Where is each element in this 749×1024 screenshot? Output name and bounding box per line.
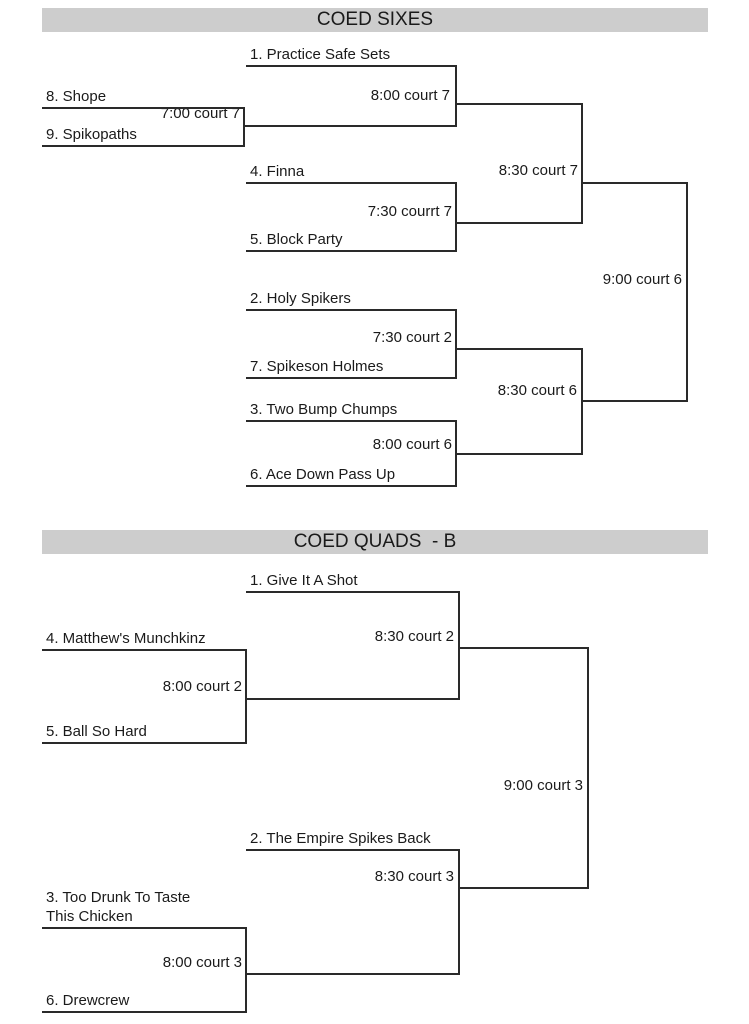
team-line-practice-safe-sets [246,65,455,67]
match-vertical-qf-bottom [455,420,457,487]
match-time-quads-final: 9:00 court 3 [503,777,583,794]
team-label-too-drunk-to-taste-this-chicken: 3. Too Drunk To Taste This Chicken [46,889,191,925]
match-time-semi-bottom: 8:30 court 6 [497,382,577,399]
team-line-holy-spikers [246,309,455,311]
team-line-spikeson-holmes [246,377,455,379]
team-line-matthews-munchkinz [42,649,245,651]
winner-line-qf-mid [455,222,581,224]
match-time-qf-lower: 7:30 court 2 [372,329,452,346]
match-time-quads-semi-top: 8:30 court 2 [374,628,454,645]
team-line-two-bump-chumps [246,420,455,422]
match-time-qf-bottom: 8:00 court 6 [372,436,452,453]
team-label-finna: 4. Finna [250,163,305,180]
winner-line-quads-semi-bottom [458,887,587,889]
team-line-give-it-a-shot [246,591,458,593]
winner-line-semi-bottom [581,400,688,402]
team-label-drewcrew: 6. Drewcrew [46,992,130,1009]
match-vertical-qf-top [455,65,457,127]
team-label-spikopaths: 9. Spikopaths [46,126,137,143]
match-time-qf-top: 8:00 court 7 [370,87,450,104]
team-label-empire-spikes-back: 2. The Empire Spikes Back [250,830,431,847]
team-label-practice-safe-sets: 1. Practice Safe Sets [250,46,391,63]
winner-line-qf-bottom [455,453,581,455]
match-time-semi-top: 8:30 court 7 [498,162,578,179]
match-vertical-semi-top [581,103,583,224]
match-time-quads-semi-top-feeder: 8:00 court 2 [162,678,242,695]
match-vertical-quads-top-feeder [245,649,247,744]
match-time-qf-mid: 7:30 courrt 7 [367,203,452,220]
winner-line-quads-semi-top [458,647,587,649]
match-vertical-quads-semi-top [458,591,460,700]
match-vertical-play-in [243,107,245,147]
winner-line-play-in [243,125,455,127]
team-label-two-bump-chumps: 3. Two Bump Chumps [250,401,398,418]
match-vertical-qf-mid [455,182,457,252]
team-line-ball-so-hard [42,742,245,744]
section-header-coed-quads-b: COED QUADS - B [42,530,708,554]
match-time-quads-semi-bottom-feeder: 8:00 court 3 [162,954,242,971]
team-line-drewcrew [42,1011,245,1013]
winner-line-quads-bottom-feeder [245,973,458,975]
match-vertical-semi-bottom [581,348,583,455]
team-line-empire-spikes-back [246,849,458,851]
match-vertical-quads-semi-bottom [458,849,460,975]
team-label-shope: 8. Shope [46,88,107,105]
winner-line-quads-top-feeder [245,698,458,700]
team-line-shope [42,107,243,109]
match-vertical-final [686,182,688,402]
team-label-holy-spikers: 2. Holy Spikers [250,290,351,307]
team-line-spikopaths [42,145,243,147]
team-label-spikeson-holmes: 7. Spikeson Holmes [250,358,384,375]
match-time-final: 9:00 court 6 [602,271,682,288]
team-line-ace-down-pass-up [246,485,455,487]
team-line-too-drunk [42,927,245,929]
team-label-ball-so-hard: 5. Ball So Hard [46,723,147,740]
team-line-finna [246,182,455,184]
match-vertical-quads-bottom-feeder [245,927,247,1013]
team-label-give-it-a-shot: 1. Give It A Shot [250,572,358,589]
winner-line-qf-lower [455,348,581,350]
winner-line-semi-top [581,182,688,184]
section-header-coed-sixes: COED SIXES [42,8,708,32]
match-vertical-qf-lower [455,309,457,379]
match-time-play-in: 7:00 court 7 [160,105,240,122]
team-label-block-party: 5. Block Party [250,231,343,248]
match-time-quads-semi-bottom: 8:30 court 3 [374,868,454,885]
team-label-matthews-munchkinz: 4. Matthew's Munchkinz [46,630,206,647]
team-line-block-party [246,250,455,252]
winner-line-qf-top [455,103,581,105]
team-label-ace-down-pass-up: 6. Ace Down Pass Up [250,466,396,483]
match-vertical-quads-final [587,647,589,889]
